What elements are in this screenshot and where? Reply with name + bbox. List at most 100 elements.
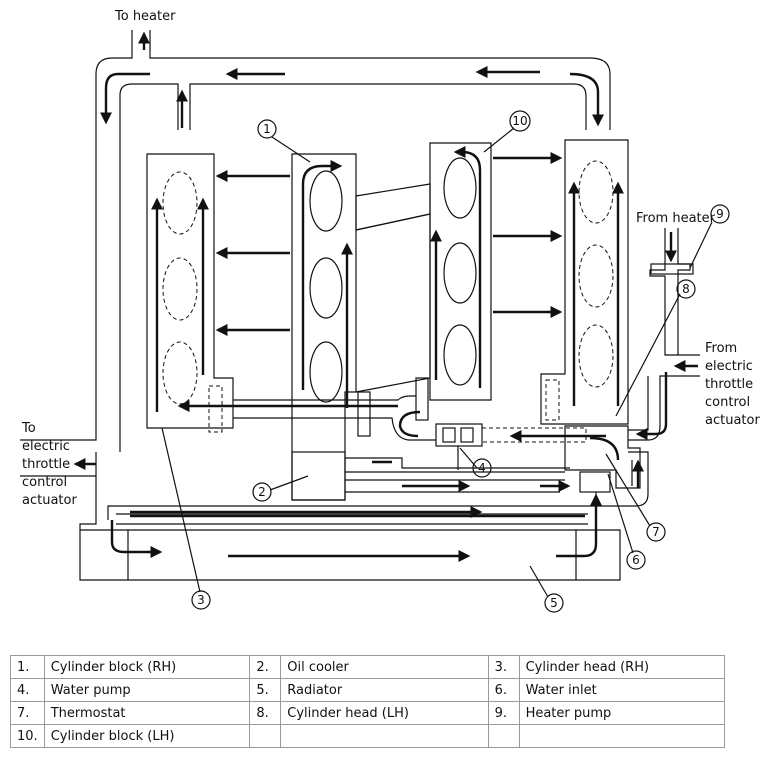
legend-text: Cylinder head (RH)	[518, 655, 726, 679]
lh-cylinder-head	[540, 139, 629, 425]
leader-line	[269, 475, 309, 491]
cylinder-bore	[443, 157, 477, 219]
legend-row: 7. Thermostat 8. Cylinder head (LH) 9. H…	[10, 701, 726, 725]
legend-text	[280, 724, 489, 748]
flow-arrow	[110, 520, 163, 558]
passage	[357, 391, 371, 437]
cylinder-bore	[162, 171, 198, 235]
legend-number: 1.	[10, 655, 45, 679]
pump-channel	[481, 427, 587, 443]
callout-9: 9	[710, 204, 730, 224]
svg-text:9: 9	[716, 207, 724, 221]
legend-row: 4. Water pump 5. Radiator 6. Water inlet	[10, 678, 726, 702]
lh-cylinder-block	[429, 142, 492, 401]
label-from-heater: From heater	[636, 211, 716, 226]
svg-text:electric: electric	[705, 359, 753, 374]
parts-legend: 1. Cylinder block (RH) 2. Oil cooler 3. …	[10, 655, 726, 748]
leader-line	[615, 293, 681, 417]
leader-line	[605, 453, 651, 527]
radiator	[79, 529, 621, 581]
svg-text:throttle: throttle	[22, 457, 70, 472]
flow-arrow	[100, 72, 150, 125]
legend-number	[249, 724, 282, 748]
svg-text:5: 5	[550, 596, 558, 610]
return-pipe	[107, 451, 649, 520]
throttle-pipe	[628, 376, 649, 431]
legend-text: Water pump	[43, 678, 251, 702]
callout-8: 8	[676, 279, 696, 299]
cylinder-bore	[578, 244, 614, 308]
label-to-throttle: To electric throttle control actuator	[21, 421, 77, 508]
thermostat-housing	[564, 425, 641, 489]
top-hose-outer	[20, 30, 133, 441]
legend-number: 10.	[10, 724, 45, 748]
top-hose-outer-right	[149, 30, 611, 130]
water-pump	[435, 423, 483, 447]
pipe	[345, 457, 570, 469]
oil-cooler	[291, 451, 346, 501]
svg-text:3: 3	[197, 593, 205, 607]
legend-number: 9.	[487, 701, 520, 725]
callout-5: 5	[544, 593, 564, 613]
callout-7: 7	[646, 522, 666, 542]
rh-cylinder-head	[146, 153, 234, 429]
legend-text: Cylinder head (LH)	[280, 701, 489, 725]
cylinder-bore	[443, 242, 477, 304]
callout-4: 4	[472, 458, 492, 478]
svg-text:2: 2	[258, 485, 266, 499]
svg-text:throttle: throttle	[705, 377, 753, 392]
water-inlet	[579, 471, 611, 493]
leader-line	[271, 136, 311, 163]
legend-text: Water inlet	[518, 678, 726, 702]
svg-text:7: 7	[652, 525, 660, 539]
heater-pump	[650, 263, 694, 275]
svg-text:10: 10	[512, 114, 527, 128]
top-hose-inner	[119, 83, 179, 452]
legend-number: 7.	[10, 701, 45, 725]
passage	[208, 385, 223, 433]
passage	[545, 379, 560, 421]
legend-number	[487, 724, 520, 748]
pump-impeller	[460, 427, 474, 443]
cylinder-bore	[578, 324, 614, 388]
legend-text: Cylinder block (LH)	[43, 724, 251, 748]
flow-arrow	[398, 410, 421, 438]
leader-line	[483, 127, 515, 153]
cylinder-bore	[578, 160, 614, 224]
engine-valley	[355, 213, 431, 393]
leader-line	[607, 473, 634, 554]
leader-line	[529, 565, 549, 598]
svg-text:To: To	[21, 421, 36, 436]
legend-row: 1. Cylinder block (RH) 2. Oil cooler 3. …	[10, 655, 726, 679]
legend-number: 5.	[249, 678, 282, 702]
legend-number: 8.	[249, 701, 282, 725]
pump-impeller	[442, 427, 456, 443]
legend-number: 6.	[487, 678, 520, 702]
callout-10: 10	[509, 110, 531, 132]
legend-text: Radiator	[280, 678, 489, 702]
flow-arrow	[301, 160, 343, 390]
leader-line	[161, 427, 201, 593]
gallery	[233, 395, 416, 401]
svg-text:4: 4	[478, 461, 486, 475]
leader-line	[689, 221, 713, 269]
callout-2: 2	[252, 482, 272, 502]
passage	[415, 377, 429, 421]
flow-arrow	[453, 146, 482, 388]
svg-text:control: control	[22, 475, 67, 490]
flow-arrow	[569, 72, 604, 127]
cylinder-bore	[309, 170, 343, 232]
svg-text:electric: electric	[22, 439, 70, 454]
leader-line	[459, 447, 478, 469]
flow-arrow	[635, 372, 668, 440]
cylinder-bore	[162, 341, 198, 405]
callout-6: 6	[626, 550, 646, 570]
legend-number: 4.	[10, 678, 45, 702]
svg-text:actuator: actuator	[705, 413, 760, 428]
heater-pipe	[649, 228, 700, 356]
legend-row: 10. Cylinder block (LH)	[10, 724, 726, 748]
radiator-hose	[79, 452, 97, 530]
svg-text:1: 1	[263, 122, 271, 136]
callout-3: 3	[191, 590, 211, 610]
cooling-system-diagram: 1 2 3 4 5 6 7 8 9 10 To heater To electr…	[20, 9, 760, 613]
